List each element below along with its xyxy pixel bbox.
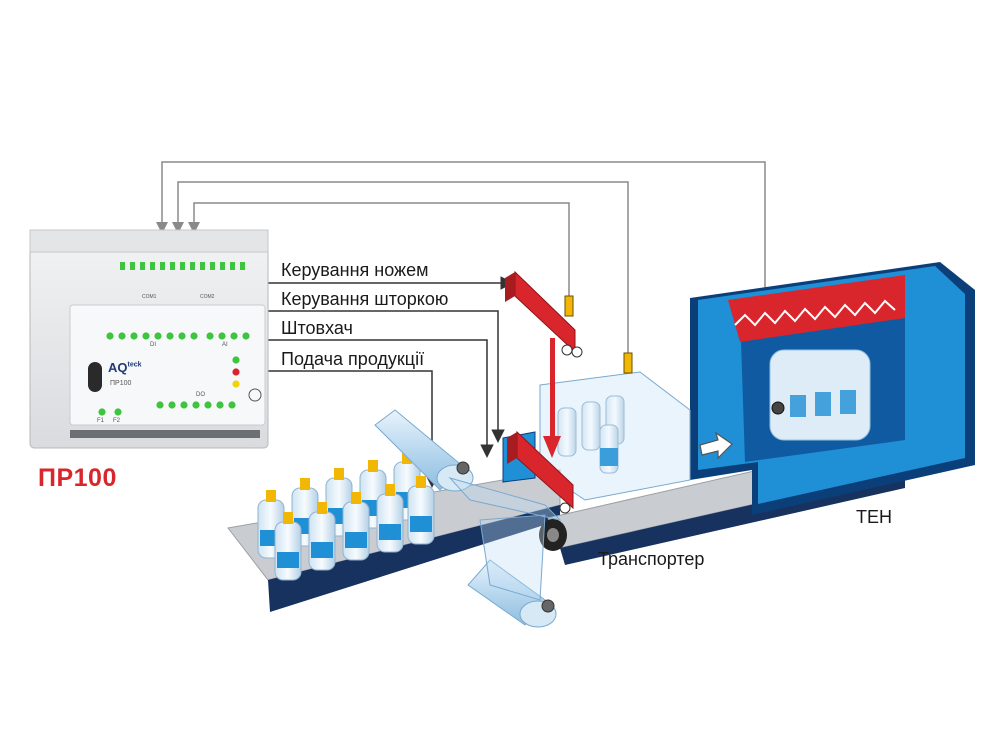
label-f1: F1 [97,418,105,424]
heat-tunnel [690,262,975,515]
callout-product-feed: Подача продукції [281,349,425,369]
terminal-label-com2: COM2 [200,294,215,300]
film-roll-top [374,409,474,492]
direction-arrow-icon [699,431,733,460]
control-lines [262,276,514,488]
control-line-pusher [262,339,494,458]
signal-line-heater [156,161,766,392]
callout-knife-control: Керування ножем [281,260,429,280]
shutter-assembly [507,430,574,514]
heater-coil [734,299,896,327]
device-title: ПР100 [38,464,117,492]
signal-line-sensor-1 [188,202,570,298]
group-label-di: DI [150,342,156,348]
label-f2: F2 [113,418,121,424]
film-sheets [448,477,562,601]
callout-shutter-control: Керування шторкою [281,289,449,309]
control-line-shutter [262,310,505,443]
controller-pr100 [29,229,269,449]
terminal-label-com1: COM1 [142,294,157,300]
knife-assembly [505,270,583,458]
conveyor-label: Транспортер [598,549,705,569]
signal-line-sensor-2 [172,181,629,355]
group-label-do: DO [196,392,205,398]
sensor-2 [623,352,633,374]
brand-logo: AQteck [108,360,142,375]
callout-pusher: Штовхач [281,318,353,338]
heater-label: ТЕН [856,507,892,527]
wrapping-station [502,371,691,501]
film-roll-bottom [467,559,557,628]
bottle-group [257,452,435,581]
signal-lines [156,161,766,392]
group-label-ai: AI [222,342,228,348]
device-model-small: ПР100 [110,380,132,387]
sensor-1 [564,295,574,317]
